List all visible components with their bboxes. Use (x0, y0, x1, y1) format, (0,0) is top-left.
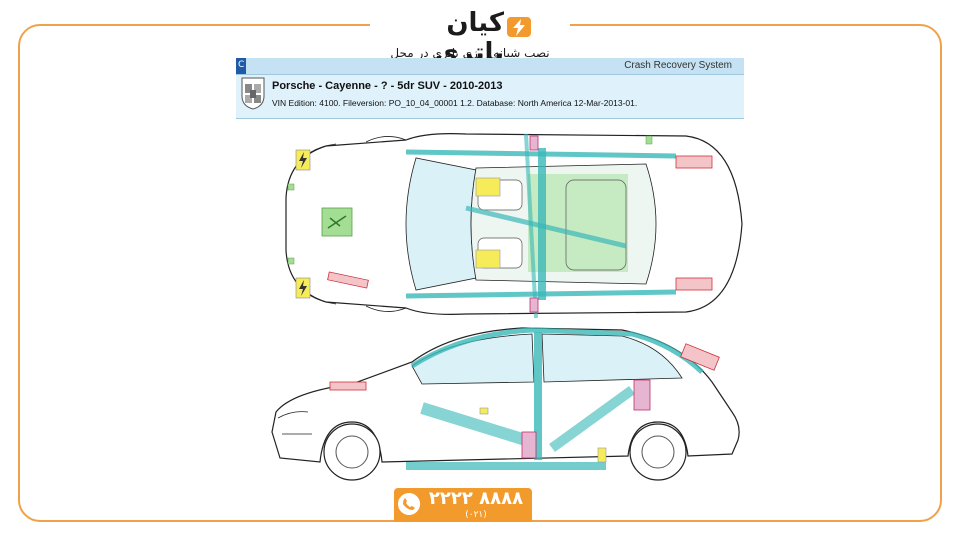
phone-area-code: (۰۲۱) (465, 510, 487, 520)
app-corner-icon: C (236, 58, 246, 74)
vehicle-side-view (271, 327, 740, 481)
vehicle-title: Porsche - Cayenne - ? - 5dr SUV - 2010-2… (272, 80, 503, 92)
vin-info: VIN Edition: 4100. Fileversion: PO_10_04… (272, 98, 638, 108)
system-name: Crash Recovery System (624, 60, 732, 71)
battery-bolt-icon (507, 17, 531, 37)
crs-titlebar: C Crash Recovery System (236, 58, 744, 75)
porsche-crest-icon (241, 77, 265, 110)
phone-icon (398, 493, 420, 515)
crs-header: C Crash Recovery System Porsche - Cayenn… (236, 58, 744, 119)
phone-badge[interactable]: ۸۸۸۸ ۲۲۲۲ (۰۲۱) (394, 488, 532, 522)
brand-tagline: نصب شبانه روزی باتری در محل (390, 46, 550, 60)
phone-number: ۸۸۸۸ ۲۲۲۲ (428, 488, 524, 509)
vehicle-top-view (285, 133, 743, 319)
